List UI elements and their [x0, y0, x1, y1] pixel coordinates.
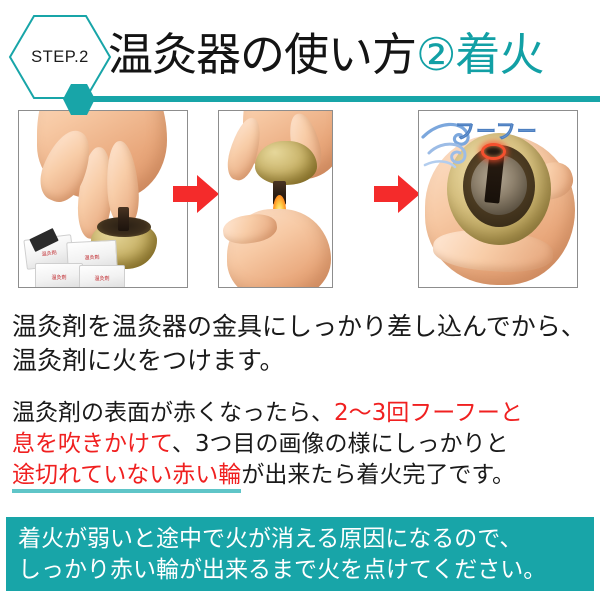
page-header: STEP.2 温灸器の使い方②着火: [0, 0, 600, 115]
scene-light-moxa: [219, 111, 332, 287]
paragraph2-line1: 温灸剤の表面が赤くなったら、2〜3回フーフーと: [12, 398, 523, 429]
paragraph1-line1: 温灸剤を温灸器の金具にしっかり差し込んでから、: [12, 312, 586, 341]
package-label: 温灸剤: [51, 275, 67, 281]
flow-arrow-icon: [173, 172, 219, 216]
paragraph2-line3: 途切れていない赤い輪が出来たら着火完了です。: [12, 460, 523, 493]
photo-panel-insert-moxa: 温灸剤 温灸剤 温灸剤 温灸剤: [18, 110, 188, 288]
step-badge-label: STEP.2: [31, 47, 89, 66]
warning-banner: 着火が弱いと途中で火が消える原因になるので、 しっかり赤い輪が出来るまで火を点け…: [6, 517, 594, 591]
moxa-package-graphic: 温灸剤: [35, 263, 83, 287]
scene-insert-moxa: 温灸剤 温灸剤 温灸剤 温灸剤: [19, 111, 187, 287]
header-divider-line: [86, 96, 600, 102]
page-title-accent: ②着火: [416, 28, 544, 81]
instruction-photo-strip: 温灸剤 温灸剤 温灸剤 温灸剤: [0, 110, 600, 288]
instruction-paragraph-2: 温灸剤の表面が赤くなったら、2〜3回フーフーと 息を吹きかけて、3つ目の画像の様…: [12, 398, 523, 493]
decorative-hexagon-icon: [62, 83, 96, 116]
page-title: 温灸器の使い方②着火: [108, 18, 544, 92]
paragraph2-line2-red: 息を吹きかけて: [12, 431, 172, 457]
paragraph2-line2-black: 、3つ目の画像の様にしっかりと: [171, 431, 509, 457]
package-label: 温灸剤: [41, 250, 58, 258]
photo-panel-light-moxa: [218, 110, 333, 288]
paragraph2-line1-black: 温灸剤の表面が赤くなったら、: [12, 400, 334, 426]
moxa-stick-graphic: [118, 207, 129, 231]
page-title-main: 温灸器の使い方: [108, 28, 417, 81]
paragraph2-line2: 息を吹きかけて、3つ目の画像の様にしっかりと: [12, 429, 523, 460]
package-label: 温灸剤: [94, 276, 110, 282]
paragraph2-line1-red: 2〜3回フーフーと: [334, 400, 523, 426]
package-label: 温灸剤: [84, 254, 100, 262]
paragraph1-line2: 温灸剤に火をつけます。: [12, 346, 285, 375]
moxa-package-graphic: 温灸剤: [79, 265, 125, 287]
paragraph2-line3-black: が出来たら着火完了です。: [241, 462, 516, 488]
flow-arrow-icon: [374, 172, 420, 216]
banner-line-2: しっかり赤い輪が出来るまで火を点けてください。: [18, 557, 547, 583]
sound-effect-label: フーフー: [455, 119, 538, 144]
banner-line-1: 着火が弱いと途中で火が消える原因になるので、: [18, 526, 523, 552]
red-glow-ring-graphic: [481, 143, 506, 160]
paragraph2-line3-red-underlined: 途切れていない赤い輪: [12, 462, 242, 493]
moxibustion-device-graphic: [255, 141, 317, 185]
wind-swirl-icon: [421, 122, 470, 169]
instruction-paragraph-1: 温灸剤を温灸器の金具にしっかり差し込んでから、 温灸剤に火をつけます。: [12, 310, 586, 378]
photo-panel-red-ring: フーフー: [418, 110, 578, 288]
scene-red-ring: フーフー: [419, 111, 577, 287]
